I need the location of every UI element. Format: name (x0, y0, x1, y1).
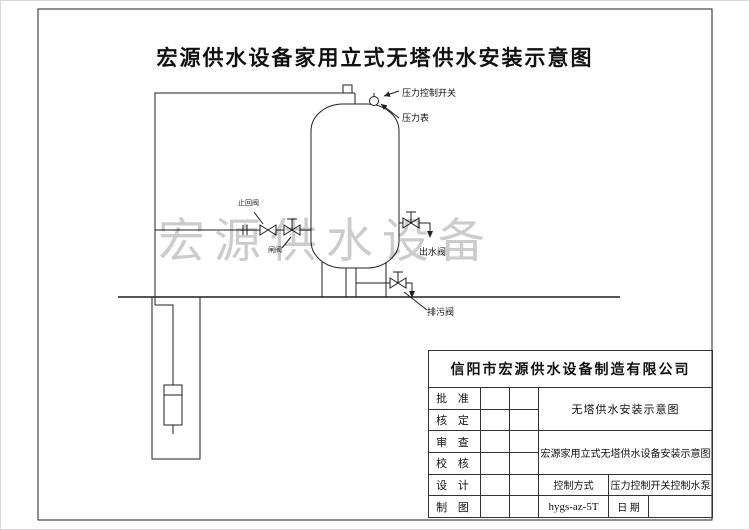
model-number: hygs-az-5T (538, 495, 609, 518)
signature-cell (480, 451, 510, 475)
drawing-frame (37, 8, 713, 521)
drain-valve-leader (403, 291, 428, 311)
pump (163, 384, 183, 426)
drop-pipe (155, 304, 174, 385)
signature-cell (509, 387, 539, 410)
date-value-cell (647, 495, 714, 518)
pressure-switch-leader (383, 90, 400, 97)
outlet-pipe (419, 222, 431, 231)
pressure-switch-symbol (342, 84, 353, 94)
page-title: 宏源供水设备家用立式无塔供水安装示意图 (156, 46, 594, 70)
signature-cell (509, 408, 539, 432)
well (151, 296, 201, 460)
drain-arrow (409, 291, 415, 298)
signature-cell (480, 387, 510, 410)
proofread-label: 校 核 (428, 451, 481, 475)
title-block: 信阳市宏源供水设备制造有限公司 批 准 无塔供水安装示意图 核 定 审 查 宏源… (427, 350, 714, 518)
signature-cell (480, 430, 510, 453)
signature-cell (509, 495, 539, 518)
company-name: 信阳市宏源供水设备制造有限公司 (427, 350, 714, 388)
pressure-gauge-leader (380, 103, 400, 119)
check-valve-symbol (259, 224, 277, 236)
design-label: 设 计 (428, 473, 481, 497)
date-label: 日 期 (608, 495, 649, 518)
pressure-gauge-label: 压力表 (402, 113, 430, 123)
drain-valve-label: 排污阀 (427, 307, 455, 317)
verify-label: 核 定 (428, 408, 481, 432)
check-valve-leader (253, 211, 264, 225)
gate-valve-leader (281, 236, 292, 249)
signature-cell (509, 473, 539, 497)
approve-label: 批 准 (428, 387, 481, 410)
signature-cell (480, 495, 510, 518)
signature-cell (509, 451, 539, 475)
drawing-name-1: 无塔供水安装示意图 (537, 386, 714, 432)
signature-cell (509, 430, 539, 453)
pressure-gauge-symbol (369, 96, 379, 106)
signature-cell (480, 408, 510, 432)
drawing-name-2: 宏源家用立式无塔供水设备安装示意图 (537, 430, 714, 475)
pressure-switch-label: 压力控制开关 (402, 88, 457, 98)
control-mode-label: 控制方式 (538, 473, 609, 497)
review-label: 审 查 (428, 430, 481, 453)
control-mode-value: 压力控制开关控制水泵 (607, 473, 714, 497)
outlet-valve-label: 出水阀 (419, 247, 447, 257)
pressure-tank (310, 103, 400, 269)
outlet-arrow (427, 231, 433, 238)
check-valve-label: 止回阀 (238, 199, 259, 207)
gate-valve-label: 闸阀 (268, 246, 282, 254)
draft-label: 制 图 (428, 495, 481, 518)
signature-cell (480, 473, 510, 497)
supply-pipe (154, 92, 355, 305)
